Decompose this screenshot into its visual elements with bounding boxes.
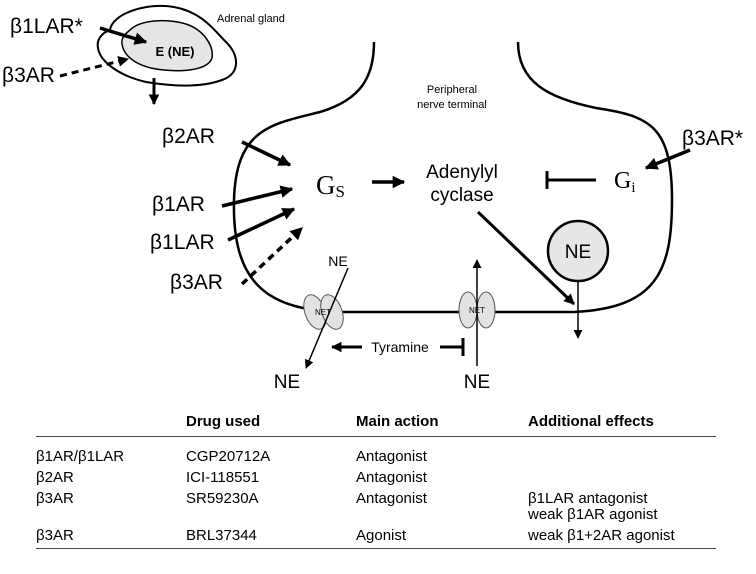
receptor-b1lar: β1LAR	[150, 231, 215, 254]
header-main-action: Main action	[356, 410, 528, 437]
cell-effects	[528, 437, 716, 468]
tyramine-effect: Tyramine	[330, 338, 465, 356]
tyramine-label: Tyramine	[371, 339, 429, 355]
table-header-row: Drug used Main action Additional effects	[36, 410, 716, 437]
nerve-terminal-membrane	[232, 41, 674, 314]
b2ar-arrow	[241, 140, 292, 167]
cell-drug: CGP20712A	[186, 448, 271, 465]
cell-drug: BRL37344	[186, 525, 356, 549]
header-additional-effects: Additional effects	[528, 410, 716, 437]
net-transporter-left: NET NE NE	[274, 253, 349, 393]
cell-effects	[528, 467, 716, 488]
terminal-label-line1: Peripheral	[427, 84, 477, 96]
net-left-uptake-arrow	[304, 267, 349, 369]
net-left-label: NET	[315, 308, 331, 317]
b3ar-star-arrow	[644, 148, 691, 170]
b1lar-arrow	[227, 207, 296, 242]
header-drug-used: Drug used	[186, 410, 356, 437]
b3ar-arrow	[240, 226, 304, 286]
adrenal-receptor-b1lar-star: β1LAR*	[10, 15, 83, 38]
ne-left-bottom-label: NE	[274, 372, 300, 393]
receptor-b2ar: β2AR	[162, 125, 215, 148]
cell-receptor: β1AR/β1LAR	[36, 448, 125, 465]
effect-line: weak β1+2AR agonist	[528, 527, 675, 544]
effect-line: β1LAR antagonist	[528, 490, 648, 507]
table-row: β3AR SR59230A Antagonist β1LAR antagonis…	[36, 488, 716, 525]
table-row: β1AR/β1LAR CGP20712A Antagonist	[36, 437, 716, 468]
terminal-label-line2: nerve terminal	[417, 99, 487, 111]
cell-action: Antagonist	[356, 448, 427, 465]
header-receptor	[36, 410, 186, 437]
ne-top-label: NE	[328, 253, 347, 269]
drug-table: Drug used Main action Additional effects…	[36, 410, 716, 549]
vesicle-ne-label: NE	[565, 242, 591, 263]
cell-effects: β1LAR antagonist weak β1AR agonist	[528, 488, 716, 525]
receptor-b3ar: β3AR	[170, 271, 223, 294]
adrenal-gland-label: Adrenal gland	[217, 13, 285, 25]
ne-right-bottom-label: NE	[464, 372, 490, 393]
cell-receptor: β3AR	[36, 490, 74, 507]
b1ar-arrow	[221, 185, 294, 208]
adrenal-core-label: E (NE)	[156, 44, 195, 59]
left-receptors: β2AR β1AR β1LAR β3AR	[150, 125, 304, 294]
net-transporter-right: NET NE	[458, 259, 496, 393]
adrenal-b1lar-arrow	[99, 26, 148, 45]
adenylyl-cyclase-line1: Adenylyl	[426, 162, 498, 183]
cell-drug: SR59230A	[186, 490, 259, 507]
receptor-b1ar: β1AR	[152, 193, 205, 216]
gi-inhibition	[545, 171, 596, 189]
signaling-diagram: Adrenal gland E (NE) β1LAR* β3AR Periphe…	[2, 4, 743, 393]
gi-protein-label: Gi	[614, 168, 636, 196]
adrenal-gland: Adrenal gland E (NE) β1LAR* β3AR	[2, 4, 285, 106]
cell-receptor: β3AR	[36, 525, 186, 549]
adenylyl-cyclase-line2: cyclase	[430, 185, 493, 206]
cell-drug: ICI-118551	[186, 469, 260, 486]
ac-to-release-arrow	[476, 210, 576, 306]
gs-protein-label: GS	[316, 170, 345, 201]
table-row: β2AR ICI-118551 Antagonist	[36, 467, 716, 488]
cell-effects: weak β1+2AR agonist	[528, 525, 716, 549]
gi-receptor-b3ar-star: β3AR*	[682, 127, 743, 150]
table-row: β3AR BRL37344 Agonist weak β1+2AR agonis…	[36, 525, 716, 549]
cell-action: Agonist	[356, 525, 528, 549]
cell-action: Antagonist	[356, 469, 427, 486]
effect-line: weak β1AR agonist	[528, 506, 658, 523]
cell-action: Antagonist	[356, 490, 427, 507]
cell-receptor: β2AR	[36, 469, 74, 486]
adrenal-receptor-b3ar: β3AR	[2, 64, 55, 87]
ne-vesicle: NE	[546, 219, 610, 339]
